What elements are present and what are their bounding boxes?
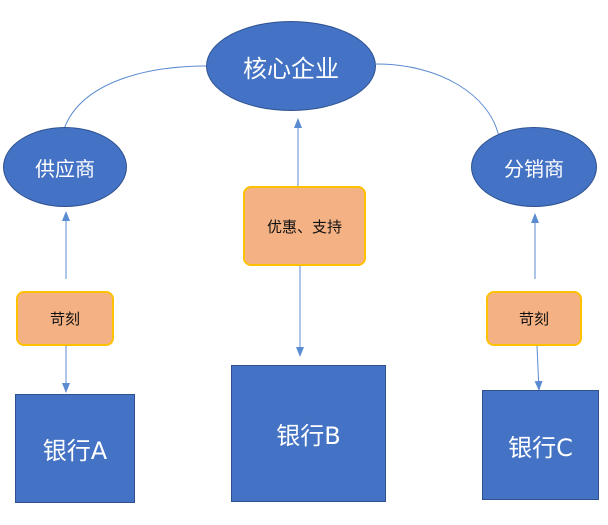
supplier-node: 供应商 [3, 127, 127, 207]
harsh-note-left: 苛刻 [16, 291, 114, 346]
core-enterprise-label: 核心企业 [243, 54, 339, 83]
core-supplier-curve [63, 65, 208, 130]
supplier-label: 供应商 [35, 156, 95, 181]
bank-b-node: 银行B [231, 365, 386, 502]
support-note-label: 优惠、支持 [266, 217, 342, 236]
core-enterprise-node: 核心企业 [206, 21, 376, 111]
support-note: 优惠、支持 [243, 186, 366, 266]
bank-c-node: 银行C [482, 390, 599, 500]
harsh-note-left-label: 苛刻 [49, 310, 80, 328]
core-distributor-curve [375, 63, 500, 138]
bank-a-node: 银行A [15, 394, 135, 503]
distributor-label: 分销商 [504, 156, 564, 181]
bank-c-label: 银行C [508, 433, 573, 462]
bank-a-label: 银行A [42, 437, 108, 465]
harsh-note-right: 苛刻 [486, 291, 582, 346]
distributor-node: 分销商 [471, 127, 597, 207]
harsh-note-right-label: 苛刻 [518, 310, 549, 328]
bank-b-label: 银行B [276, 422, 341, 450]
arrow-harsh-right-to-bank-c [534, 345, 543, 391]
